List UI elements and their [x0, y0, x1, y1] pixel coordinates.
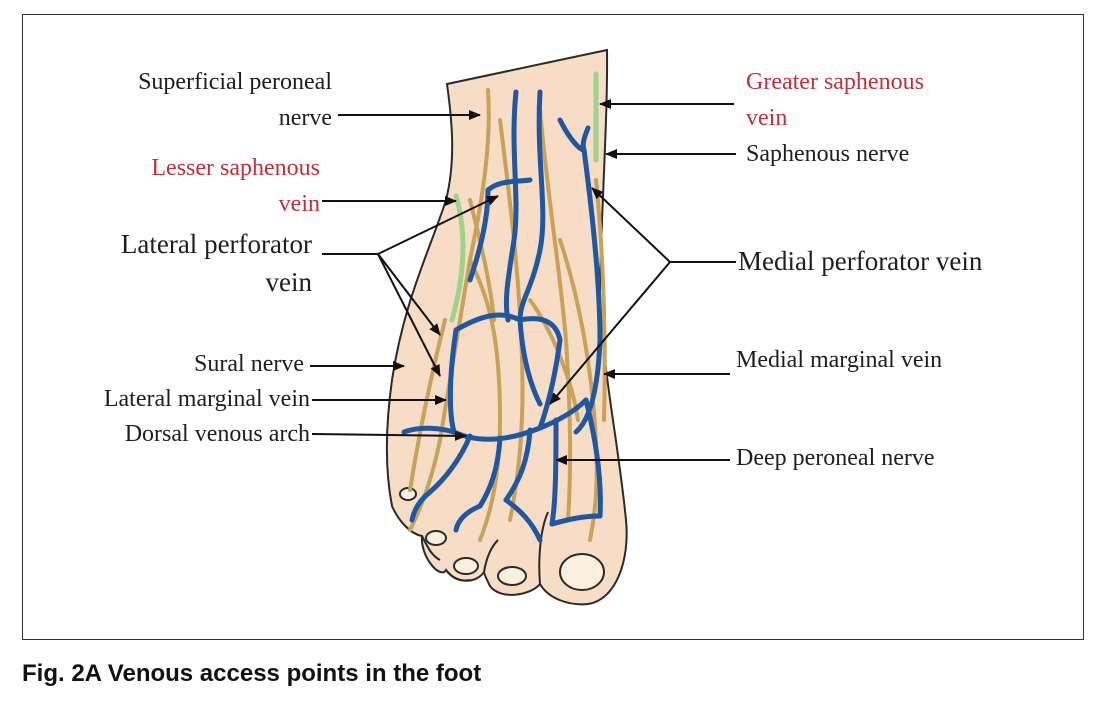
leader-dorsal-venous-arch — [311, 430, 467, 441]
leader-lateral-perforator-3 — [377, 253, 441, 377]
label-line-2: vein — [746, 105, 788, 131]
label-sural-nerve: Sural nerve — [194, 351, 304, 377]
leader-medial-perforator-2 — [549, 261, 671, 405]
figure-caption: Fig. 2A Venous access points in the foot — [22, 660, 482, 687]
leader-medial-perforator-1 — [591, 187, 671, 263]
leader-lateral-perforator-2 — [377, 253, 441, 336]
label-medial-marginal-vein: Medial marginal vein — [736, 347, 943, 373]
label-line-1: Greater saphenous — [746, 69, 924, 95]
leader-lines — [310, 99, 736, 465]
vein-network — [401, 89, 603, 543]
label-lesser-saphenous-vein: Lesser saphenous vein — [70, 150, 320, 222]
label-line-2: vein — [278, 191, 320, 217]
label-line-1: Superficial peroneal — [138, 69, 332, 95]
label-line-2: vein — [265, 267, 313, 297]
label-lateral-perforator-vein: Lateral perforator vein — [60, 225, 312, 301]
label-superficial-peroneal-nerve: Superficial peroneal nerve — [70, 64, 332, 136]
label-greater-saphenous-vein: Greater saphenous vein — [746, 64, 924, 136]
label-line-1: Lateral perforator — [120, 229, 312, 259]
label-line-1: Lesser saphenous — [151, 155, 320, 181]
foot-outline — [385, 48, 628, 606]
label-line-2: nerve — [278, 105, 332, 131]
label-saphenous-nerve: Saphenous nerve — [746, 141, 910, 167]
label-medial-perforator-vein: Medial perforator vein — [738, 246, 983, 276]
saphenous-lines — [449, 71, 599, 323]
label-lateral-marginal-vein: Lateral marginal vein — [103, 386, 310, 412]
leader-lateral-perforator-1 — [377, 195, 499, 255]
label-dorsal-venous-arch: Dorsal venous arch — [124, 421, 310, 447]
label-deep-peroneal-nerve: Deep peroneal nerve — [736, 445, 935, 471]
